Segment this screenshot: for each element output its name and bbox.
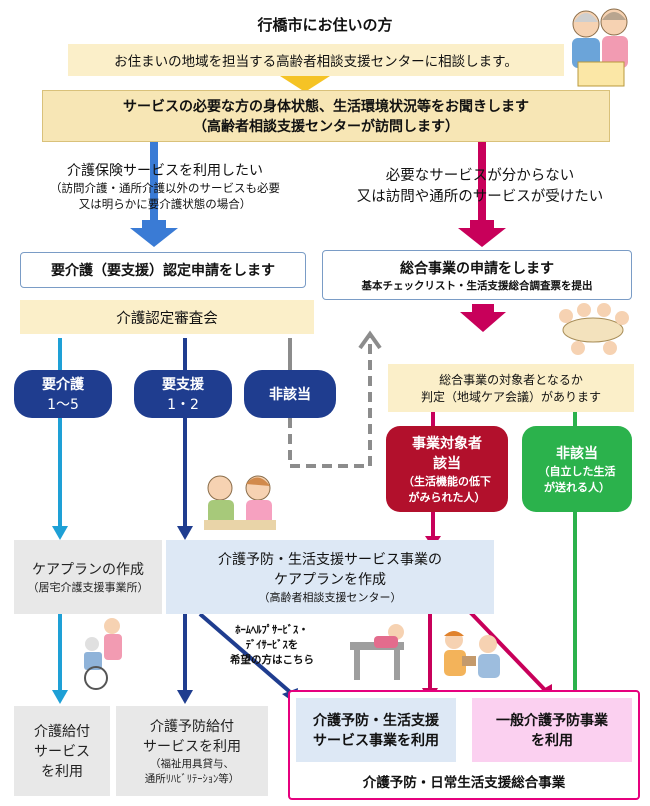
sougou-sub: 基本チェックリスト・生活支援総合調査票を提出: [361, 279, 593, 292]
wheelchair-illustration: [84, 618, 122, 690]
home-help-note: ﾎｰﾑﾍﾙﾌﾟｻｰﾋﾞｽ・ ﾃﾞｲｻｰﾋﾞｽを 希望の方はこちら: [216, 620, 328, 668]
yobo-kyufu-note1: （福祉用具貸与、: [150, 758, 234, 770]
left-branch-text: 介護保険サービスを利用したい （訪問介護・通所介護以外のサービスも必要 又は明ら…: [20, 158, 310, 214]
judge-box: 総合事業の対象者となるか 判定（地域ケア会議）があります: [388, 364, 634, 412]
sougou-application-box: 総合事業の申請をします 基本チェックリスト・生活支援総合調査票を提出: [322, 250, 632, 300]
ippan-box: 一般介護予防事業 を利用: [472, 698, 632, 762]
careplan-center-line2: ケアプランを作成: [274, 572, 386, 588]
outcome-yoshien: 要支援 1・2: [134, 370, 232, 418]
right-branch-line1: 必要なサービスが分からない: [385, 168, 575, 184]
visit-box-line1: サービスの必要な方の身体状態、生活環境状況等をお聞きします: [123, 99, 529, 115]
home-help-line1: ﾎｰﾑﾍﾙﾌﾟｻｰﾋﾞｽ・: [235, 623, 309, 636]
consult-box: お住まいの地域を担当する高齢者相談支援センターに相談します。: [68, 44, 564, 76]
left-branch-note2: 又は明らかに要介護状態の場合）: [78, 197, 252, 211]
careplan-center-line1: 介護予防・生活支援サービス事業の: [218, 552, 442, 568]
frame-label: 介護予防・日常生活支援総合事業: [362, 775, 566, 791]
rehab-illustration: [350, 624, 404, 680]
home-help-line2: ﾃﾞｲｻｰﾋﾞｽを: [245, 638, 299, 651]
higaito2-box: 非該当 （自立した生活 が送れる人）: [522, 426, 632, 512]
nintei-application-box: 要介護（要支援）認定申請をします: [20, 252, 306, 288]
yobo-kyufu-box: 介護予防給付 サービスを利用 （福祉用具貸与、 通所ﾘﾊﾋﾞﾘﾃｰｼｮﾝ等）: [116, 706, 268, 796]
jigyo-line1: 事業対象者: [412, 436, 482, 452]
sougou-jigyo-frame: 介護予防・生活支援 サービス事業を利用 一般介護予防事業 を利用 介護予防・日常…: [288, 690, 640, 800]
jigyo-note1: （生活機能の低下: [403, 475, 491, 488]
judge-line2: 判定（地域ケア会議）があります: [420, 390, 601, 404]
jigyo-line2: 該当: [433, 456, 461, 472]
outcome-yokaigo: 要介護 1～5: [14, 370, 112, 418]
left-branch-note1: （訪問介護・通所介護以外のサービスも必要: [50, 181, 280, 195]
visit-box: サービスの必要な方の身体状態、生活環境状況等をお聞きします （高齢者相談支援セン…: [42, 90, 610, 142]
visit-box-line2: （高齢者相談支援センターが訪問します）: [193, 119, 459, 135]
yobo-kyufu-line2: サービスを利用: [143, 739, 241, 755]
header-title: 行橋市にお住いの方: [257, 15, 393, 34]
shinsakai-label: 介護認定審査会: [116, 310, 218, 327]
kyufu-line3: を利用: [41, 764, 83, 780]
navy-line-4: [198, 612, 292, 694]
higaito2-note2: が送れる人）: [544, 481, 610, 494]
right-branch-line2: 又は訪問や通所のサービスが受けたい: [356, 189, 604, 205]
careplan-center-box: 介護予防・生活支援サービス事業の ケアプランを作成 （高齢者相談支援センター）: [166, 540, 494, 614]
yobo-kyufu-line1: 介護予防給付: [150, 719, 234, 735]
yobo-kyufu-note2: 通所ﾘﾊﾋﾞﾘﾃｰｼｮﾝ等）: [144, 773, 240, 785]
blue-arrow-left: [130, 220, 178, 247]
jigyo-note2: がみられた人）: [408, 491, 486, 504]
magenta-arrow-top: [458, 220, 506, 247]
higaito2-note1: （自立した生活: [538, 465, 616, 478]
careplan-center-note: （高齢者相談支援センター）: [258, 591, 402, 604]
kyufu-box: 介護給付 サービス を利用: [14, 706, 110, 796]
seikatsu-line1: 介護予防・生活支援: [313, 713, 439, 729]
helper-illustration: [444, 631, 500, 678]
sougou-title: 総合事業の申請をします: [400, 260, 554, 277]
careplan-left-box: ケアプランの作成 （居宅介護支援事業所）: [14, 540, 162, 614]
judge-line1: 総合事業の対象者となるか: [439, 373, 583, 387]
right-branch-text: 必要なサービスが分からない 又は訪問や通所のサービスが受けたい: [330, 160, 630, 210]
blue-line-top: [150, 140, 158, 220]
left-branch-title: 介護保険サービスを利用したい: [67, 163, 263, 179]
shinsakai-box: 介護認定審査会: [20, 300, 314, 334]
kyufu-line1: 介護給付: [34, 724, 90, 740]
magenta-arrow-mid: [460, 304, 506, 332]
higaito2-label: 非該当: [556, 446, 598, 462]
seikatsu-line2: サービス事業を利用: [313, 733, 439, 749]
meeting-illustration: [559, 303, 629, 355]
careplan-left-note: （居宅介護支援事業所）: [27, 581, 149, 594]
magenta-line-5: [468, 610, 547, 692]
yokaigo-line2: 1～5: [47, 397, 79, 413]
ippan-line1: 一般介護予防事業: [496, 713, 608, 729]
seikatsu-box: 介護予防・生活支援 サービス事業を利用: [296, 698, 456, 762]
jigyo-taisho-box: 事業対象者 該当 （生活機能の低下 がみられた人）: [386, 426, 508, 512]
elderly-couple-illustration: [572, 8, 628, 87]
yoshien-line1: 要支援: [162, 377, 204, 393]
yokaigo-line1: 要介護: [42, 377, 84, 393]
outcome-higaito: 非該当: [244, 370, 336, 418]
grey-dashed-line: [288, 336, 372, 468]
careplan-left-title: ケアプランの作成: [32, 562, 144, 578]
kyufu-line2: サービス: [34, 744, 90, 760]
magenta-line-top: [478, 140, 486, 220]
home-help-line3: 希望の方はこちら: [230, 653, 314, 666]
yellow-arrow: [280, 76, 330, 92]
consultation-illustration: [204, 475, 276, 530]
ippan-line2: を利用: [531, 733, 573, 749]
yoshien-line2: 1・2: [167, 397, 199, 413]
